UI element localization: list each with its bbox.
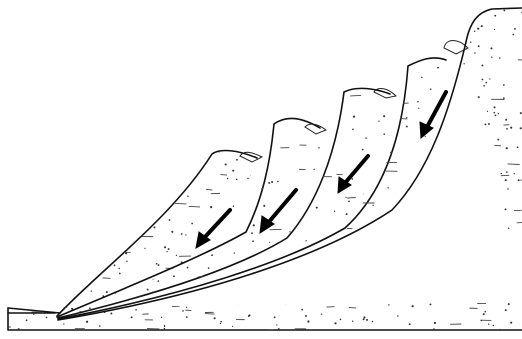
block-2-outline <box>57 118 320 317</box>
block-5-outline <box>58 42 466 320</box>
block-4-texture <box>55 55 456 319</box>
slide-block-4 <box>55 41 468 320</box>
slide-block-5 <box>58 42 466 320</box>
block-4-outline <box>58 58 446 319</box>
slide-direction-arrow-1 <box>196 210 230 248</box>
slide-block-3 <box>55 84 396 318</box>
bedrock-mass <box>7 8 522 335</box>
slide-direction-arrow-2 <box>260 190 296 233</box>
crest-outline <box>466 8 522 42</box>
block-3-texture <box>55 84 396 316</box>
block-1-toe-debris <box>240 152 262 162</box>
block-3-outline <box>58 88 390 318</box>
slide-direction-arrow-4 <box>420 92 446 138</box>
slide-block-1 <box>54 145 264 319</box>
block-1-texture <box>54 145 264 319</box>
bedrock-texture <box>7 8 522 335</box>
